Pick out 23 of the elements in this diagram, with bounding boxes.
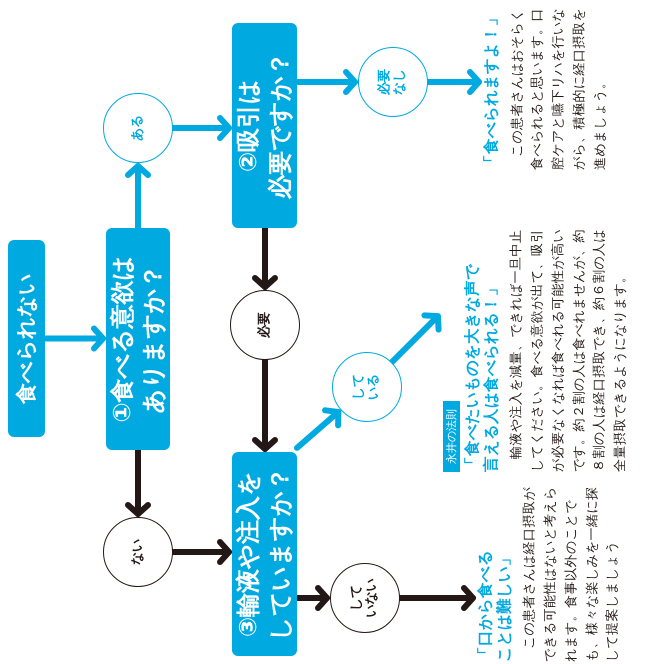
arrow — [294, 407, 342, 451]
result-text: この患者さんは経口摂取ができる可能性はないと考えられます。食事以外のことでも、様々な楽しみを一緒に探して提案しましょう — [521, 486, 622, 662]
answer-circle: 必要 — [230, 290, 300, 360]
answer-circle: ある — [103, 93, 173, 163]
arrow — [252, 225, 278, 290]
result-heading: 「食べられますよ！」 — [482, 9, 501, 170]
arrow — [125, 447, 151, 517]
arrow — [252, 357, 278, 452]
tag-label: 永井の法則 — [443, 401, 460, 472]
answer-circle: 必要なし — [358, 47, 428, 117]
answer-circle: している — [332, 352, 402, 422]
answer-circle: ない — [103, 517, 173, 587]
answer-circle: していない — [330, 563, 400, 633]
arrow — [125, 163, 151, 231]
result-heading: 「口から食べることは難しい」 — [476, 549, 514, 662]
start-box: 食べられない — [8, 240, 45, 437]
result-text: この患者さんはおそらく食べられると思います。口腔ケアと嚥下リハを行いながら、積極的に経口摂取を進めましょう。 — [508, 7, 609, 170]
question-box: ③輸液や注入をしていますか？ — [232, 452, 297, 656]
result-text: 輸液や注入を減量、できれば一旦中止してください。食べる意欲が出て、吸引が必要なくなれば食べれる可能性が高いです。約２割の人は食べれませんが、約８割の人は経口摂取でき、約６割の人は全量摂取できるようになります。 — [508, 228, 630, 472]
question-box: ①食べる意欲はありますか？ — [106, 228, 170, 450]
question-box: ②吸引は必要ですか？ — [232, 23, 297, 228]
arrow — [388, 312, 442, 366]
result-heading: 「食べたいものを大きな声で言える人は食べられる！」 — [463, 262, 500, 472]
